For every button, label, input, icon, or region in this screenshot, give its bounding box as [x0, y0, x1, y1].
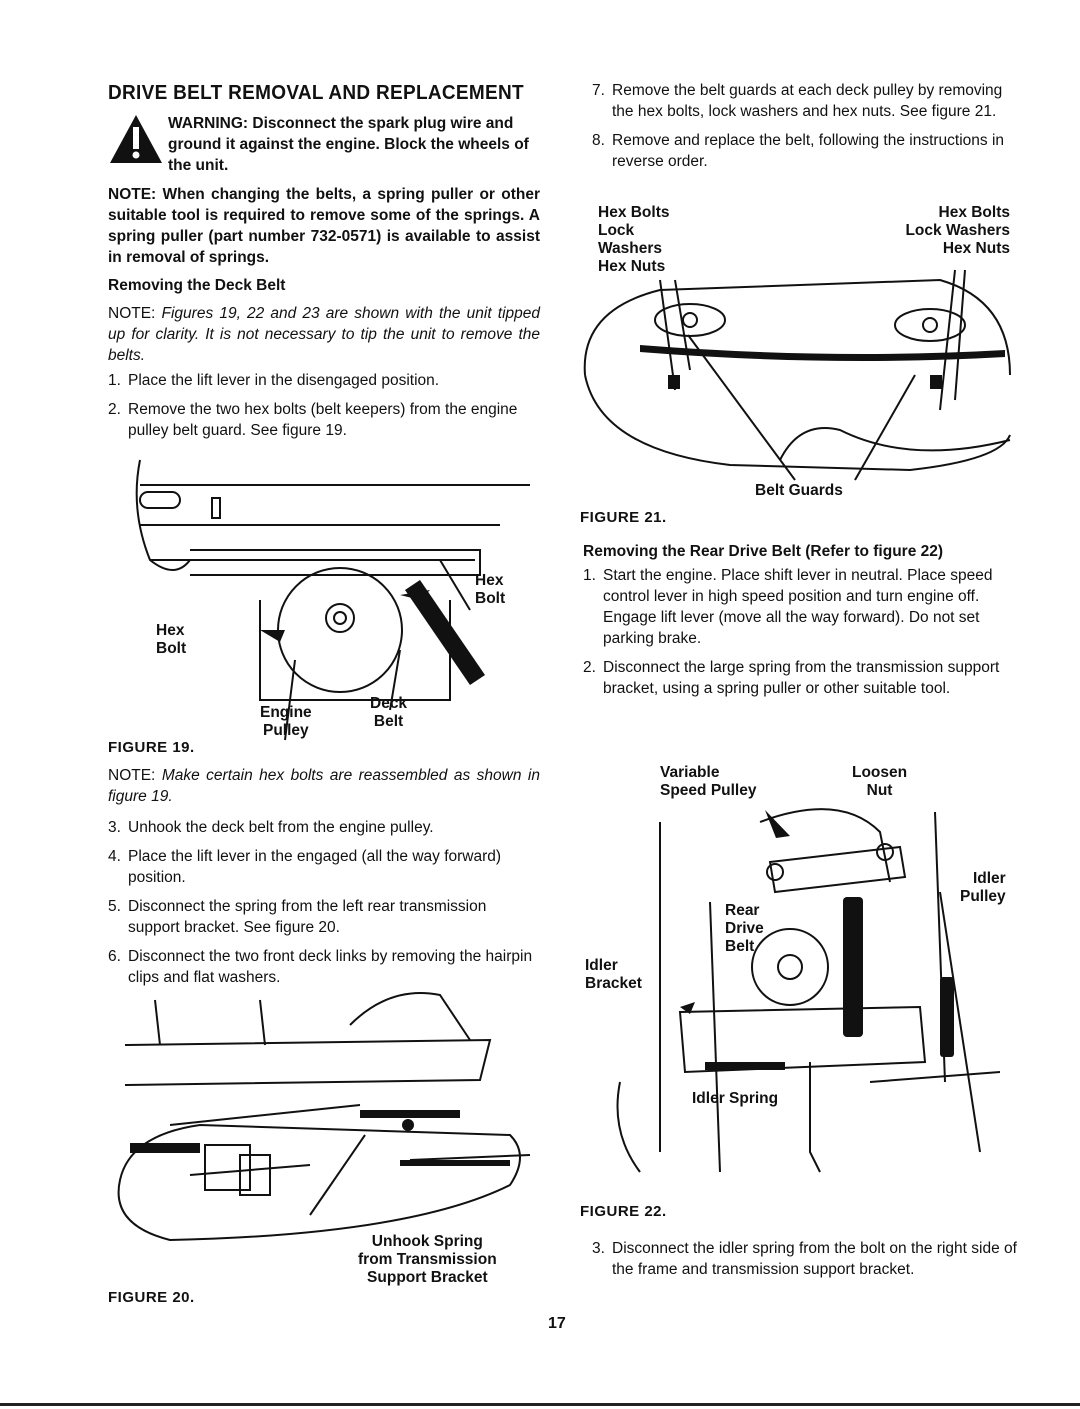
step-number: 7. — [592, 82, 605, 99]
step-text: Unhook the deck belt from the engine pul… — [128, 819, 434, 836]
step-number: 6. — [108, 948, 121, 965]
steps-list-b: 3. Unhook the deck belt from the engine p… — [108, 817, 540, 988]
figure-22: Variable Speed Pulley Loosen Nut Idler P… — [580, 752, 1025, 1187]
section-title: DRIVE BELT REMOVAL AND REPLACEMENT — [108, 82, 524, 105]
figure-22-drawing — [616, 808, 1001, 1173]
label-hex-bolts-right: Hex Bolts Lock Washers Hex Nuts — [905, 204, 1010, 257]
step-number: 3. — [592, 1240, 605, 1257]
right-column: 7. Remove the belt guards at each deck pu… — [592, 80, 1024, 180]
label-hex-bolt-left: Hex Bolt — [156, 622, 187, 657]
label-idler-pulley: Idler Pulley — [960, 870, 1006, 905]
steps-list-e: 3. Disconnect the idler spring from the b… — [592, 1238, 1024, 1280]
step-number: 1. — [108, 372, 121, 389]
right-column-end: 3. Disconnect the idler spring from the b… — [592, 1238, 1024, 1288]
list-item: 4. Place the lift lever in the engaged (a… — [108, 846, 540, 888]
warning-block: WARNING: Disconnect the spark plug wire … — [108, 113, 540, 176]
label-belt-guards: Belt Guards — [755, 482, 843, 499]
step-text: Disconnect the spring from the left rear… — [128, 898, 487, 936]
figure-19-caption: FIGURE 19. — [108, 739, 195, 756]
label-unhook-spring: Unhook Spring from Transmission Support … — [358, 1233, 497, 1286]
label-idler-spring: Idler Spring — [692, 1090, 779, 1107]
step-text: Place the lift lever in the engaged (all… — [128, 848, 502, 886]
steps-list-d: 1. Start the engine. Place shift lever in… — [583, 565, 1023, 699]
step-text: Remove and replace the belt, following t… — [612, 132, 1005, 170]
note-hex-bolts: NOTE: Make certain hex bolts are reassem… — [108, 765, 540, 807]
steps-list-c: 7. Remove the belt guards at each deck pu… — [592, 80, 1024, 172]
step-number: 3. — [108, 819, 121, 836]
figure-20-caption: FIGURE 20. — [108, 1289, 195, 1306]
label-hex-bolt-right: Hex Bolt — [475, 572, 506, 607]
subheading-deck-belt: Removing the Deck Belt — [108, 277, 286, 294]
note-tip: NOTE: Figures 19, 22 and 23 are shown wi… — [108, 303, 540, 366]
step-text: Remove the two hex bolts (belt keepers) … — [128, 401, 518, 439]
figure-20: Unhook Spring from Transmission Support … — [110, 985, 540, 1286]
list-item: 5. Disconnect the spring from the left re… — [108, 896, 540, 938]
left-column: DRIVE BELT REMOVAL AND REPLACEMENT WARNI… — [108, 82, 540, 449]
bottom-rule — [0, 1403, 1080, 1406]
list-item: 1. Start the engine. Place shift lever in… — [583, 565, 1023, 649]
right-column-continued: Removing the Rear Drive Belt (Refer to f… — [583, 543, 1023, 707]
list-item: 6. Disconnect the two front deck links by… — [108, 946, 540, 988]
warning-text: WARNING: Disconnect the spark plug wire … — [168, 115, 529, 174]
note-springs: NOTE: When changing the belts, a spring … — [108, 186, 540, 266]
steps-list-a: 1. Place the lift lever in the disengaged… — [108, 370, 540, 441]
list-item: 7. Remove the belt guards at each deck pu… — [592, 80, 1024, 122]
step-text: Disconnect the idler spring from the bol… — [612, 1240, 1017, 1278]
figure-19: Hex Bolt Hex Bolt Engine Pulley Deck Bel… — [120, 450, 540, 750]
left-column-continued: NOTE: Make certain hex bolts are reassem… — [108, 765, 540, 996]
figure-20-drawing — [117, 992, 531, 1242]
list-item: 2. Remove the two hex bolts (belt keepers… — [108, 399, 540, 441]
step-number: 5. — [108, 898, 121, 915]
figure-21: Hex Bolts Lock Washers Hex Nuts Hex Bolt… — [580, 200, 1025, 500]
step-text: Remove the belt guards at each deck pull… — [612, 82, 1003, 120]
step-number: 8. — [592, 132, 605, 149]
list-item: 3. Disconnect the idler spring from the b… — [592, 1238, 1024, 1280]
label-idler-bracket: Idler Bracket — [585, 957, 642, 992]
step-text: Disconnect the two front deck links by r… — [128, 948, 533, 986]
list-item: 1. Place the lift lever in the disengaged… — [108, 370, 540, 391]
figure-21-caption: FIGURE 21. — [580, 509, 667, 526]
warning-triangle-icon — [108, 113, 168, 176]
list-item: 2. Disconnect the large spring from the t… — [583, 657, 1023, 699]
label-deck-belt: Deck Belt — [370, 695, 408, 730]
step-number: 2. — [583, 659, 596, 676]
figure-19-drawing — [135, 459, 530, 741]
note-tip-prefix: NOTE: — [108, 305, 156, 322]
label-rear-drive-belt: Rear Drive Belt — [725, 902, 764, 955]
list-item: 8. Remove and replace the belt, following… — [592, 130, 1024, 172]
note-hex-prefix: NOTE: — [108, 767, 156, 784]
step-text: Start the engine. Place shift lever in n… — [603, 567, 993, 647]
label-variable-speed-pulley: Variable Speed Pulley — [660, 764, 757, 799]
label-hex-bolts-left: Hex Bolts Lock Washers Hex Nuts — [598, 204, 670, 275]
label-loosen-nut: Loosen Nut — [852, 764, 908, 799]
note-tip-body: Figures 19, 22 and 23 are shown with the… — [108, 305, 540, 364]
figure-21-drawing — [583, 269, 1011, 481]
step-text: Disconnect the large spring from the tra… — [603, 659, 1000, 697]
step-number: 4. — [108, 848, 121, 865]
list-item: 3. Unhook the deck belt from the engine p… — [108, 817, 540, 838]
page-number: 17 — [548, 1315, 566, 1332]
figure-22-caption: FIGURE 22. — [580, 1203, 667, 1220]
step-number: 1. — [583, 567, 596, 584]
subheading-rear-belt: Removing the Rear Drive Belt (Refer to f… — [583, 543, 944, 560]
step-number: 2. — [108, 401, 121, 418]
step-text: Place the lift lever in the disengaged p… — [128, 372, 440, 389]
note-hex-body: Make certain hex bolts are reassembled a… — [108, 767, 540, 805]
label-engine-pulley: Engine Pulley — [260, 704, 312, 739]
